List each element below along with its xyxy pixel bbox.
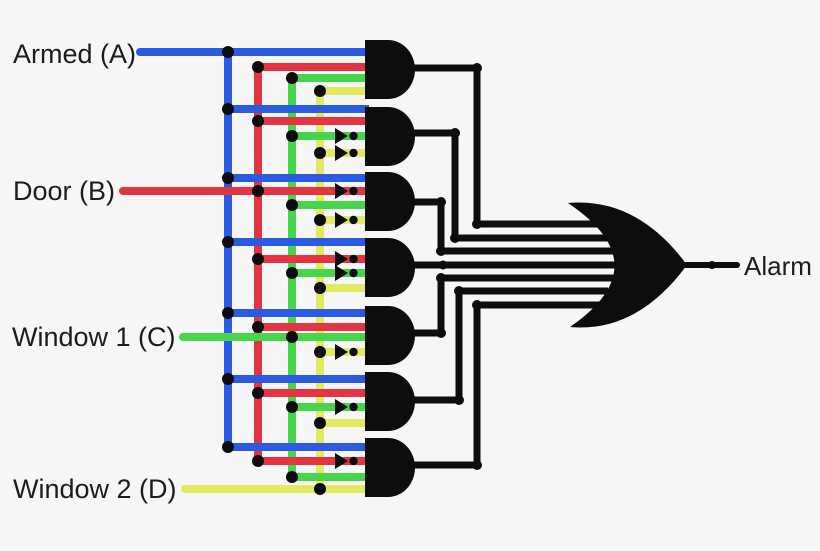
- and-4-and-gate-icon: [365, 238, 415, 297]
- not-gate-icon: [335, 265, 348, 281]
- and-6-and-gate-icon: [365, 372, 415, 431]
- junction-dot: [222, 307, 234, 319]
- not-gate-icon: [335, 145, 348, 161]
- inverter-bubble-icon: [349, 186, 358, 196]
- output-wire-and-6: [413, 287, 608, 404]
- label-output-alarm: Alarm: [744, 251, 812, 281]
- label-input-armed-a: Armed (A): [13, 39, 136, 69]
- inverter-bubble-icon: [349, 268, 358, 278]
- junction-dot: [252, 253, 264, 265]
- output-wire-and-1: [413, 64, 600, 228]
- junction-dot: [286, 331, 298, 343]
- junction-dot: [252, 185, 264, 197]
- junction-dot: [286, 471, 298, 483]
- junction-dot: [252, 115, 264, 127]
- junction-dot: [222, 236, 234, 248]
- not-gate-icon: [335, 183, 348, 199]
- and-5-and-gate-icon: [365, 306, 415, 365]
- not-gate-icon: [335, 399, 348, 415]
- output-wire-and-3: [413, 198, 616, 255]
- junction-dot: [286, 130, 298, 142]
- junction-dot: [314, 85, 326, 97]
- not-gate-icon: [335, 344, 348, 360]
- output-wire-and-7: [413, 301, 600, 469]
- not-gate-icon: [335, 453, 348, 469]
- wire-corner-dot: [450, 233, 460, 243]
- not-gate-icon: [335, 128, 348, 144]
- and-2-and-gate-icon: [365, 107, 415, 166]
- junction-dot: [252, 61, 264, 73]
- wire-corner-dot: [436, 197, 446, 207]
- wire-corner-dot: [472, 460, 482, 470]
- circuit-layer: [119, 40, 740, 497]
- junction-dot: [252, 455, 264, 467]
- junction-dot: [286, 401, 298, 413]
- wire-corner-dot: [436, 246, 446, 256]
- or-gate-icon: [568, 202, 687, 328]
- junction-dot: [314, 417, 326, 429]
- output-wire-and-5: [413, 274, 616, 337]
- inverter-bubble-icon: [349, 456, 358, 466]
- junction-dot: [222, 172, 234, 184]
- junction-dot: [222, 103, 234, 115]
- inverter-bubble-icon: [349, 402, 358, 412]
- inverter-bubble-icon: [349, 254, 358, 264]
- wire-corner-dot: [472, 63, 482, 73]
- junction-dot: [314, 147, 326, 159]
- junction-dot: [222, 373, 234, 385]
- junction-dot: [286, 199, 298, 211]
- and-7-and-gate-icon: [365, 438, 415, 497]
- wire-corner-dot: [472, 300, 482, 310]
- wire-corner-dot: [472, 219, 482, 229]
- inverter-bubble-icon: [349, 215, 358, 225]
- wire-corner-dot: [454, 286, 464, 296]
- junction-dot: [252, 321, 264, 333]
- inverter-bubble-icon: [349, 347, 358, 357]
- junction-dot: [286, 72, 298, 84]
- and-1-and-gate-icon: [365, 40, 415, 99]
- wire-corner-dot: [436, 273, 446, 283]
- junction-dot: [286, 267, 298, 279]
- junction-dot: [222, 46, 234, 58]
- junction-dot: [314, 214, 326, 226]
- and-3-and-gate-icon: [365, 172, 415, 231]
- output-wire-and-2: [413, 129, 608, 242]
- label-input-door-b: Door (B): [13, 176, 115, 206]
- wire-dot: [438, 260, 448, 270]
- junction-dot: [252, 387, 264, 399]
- wire-corner-dot: [436, 328, 446, 338]
- label-input-window1-c: Window 1 (C): [12, 322, 176, 352]
- not-gate-icon: [335, 251, 348, 267]
- junction-dot: [314, 483, 326, 495]
- inverter-bubble-icon: [349, 148, 358, 158]
- wire-corner-dot: [450, 128, 460, 138]
- wire-corner-dot: [454, 395, 464, 405]
- not-gate-icon: [335, 212, 348, 228]
- inverter-bubble-icon: [349, 131, 358, 141]
- junction-dot: [314, 282, 326, 294]
- wire-dot: [708, 261, 716, 269]
- junction-dot: [222, 441, 234, 453]
- label-input-window2-d: Window 2 (D): [13, 474, 177, 504]
- junction-dot: [314, 346, 326, 358]
